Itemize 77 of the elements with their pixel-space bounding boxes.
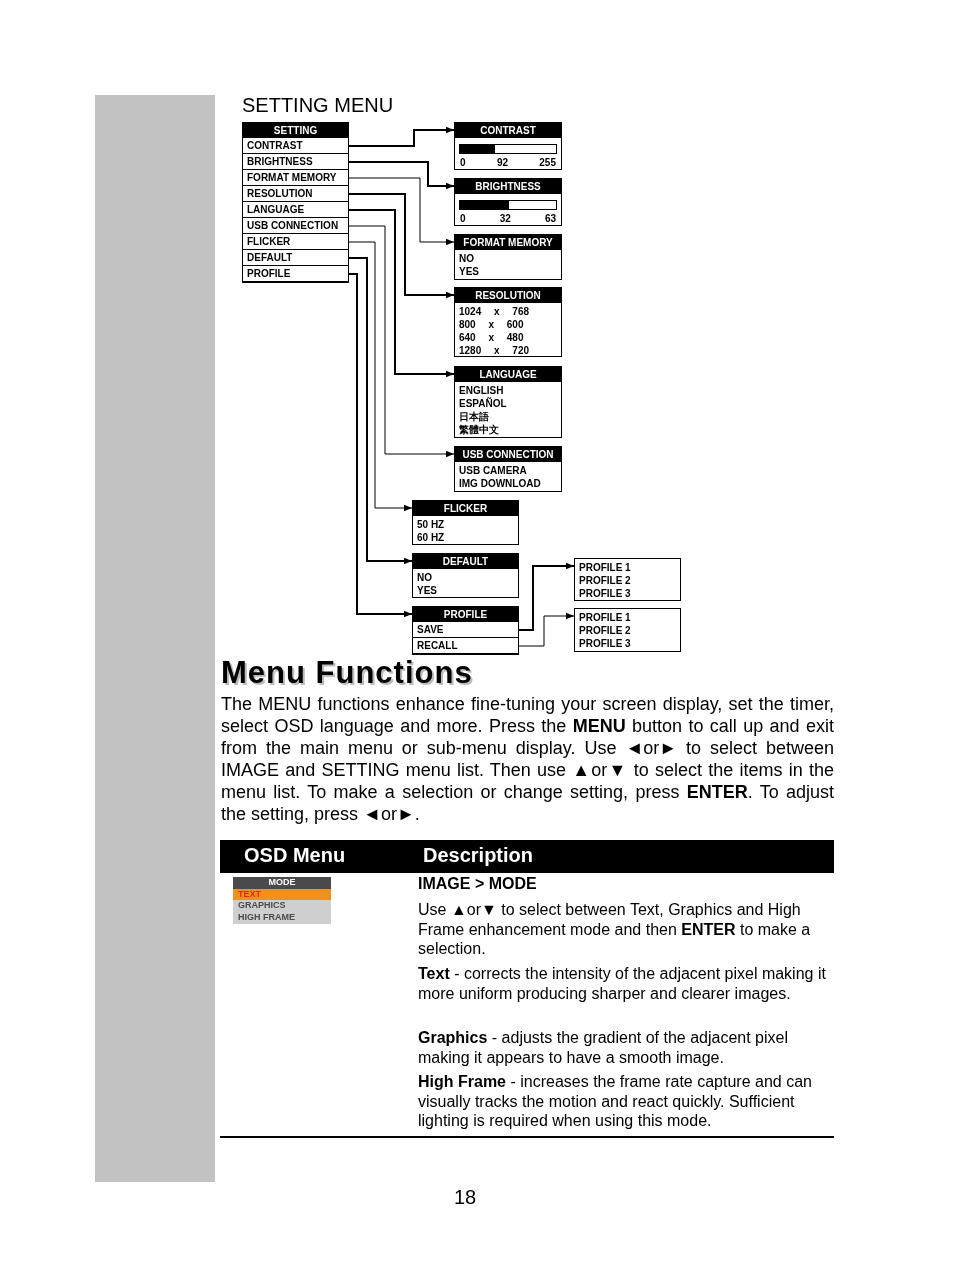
menu-option: 800 x 600	[455, 318, 561, 331]
menu-header: BRIGHTNESS	[455, 179, 561, 194]
slider-value: 0	[460, 157, 466, 168]
menu-option: 日本語	[455, 410, 561, 423]
menu-box	[412, 553, 519, 598]
menu-item: USB CONNECTION	[243, 218, 348, 234]
menu-box	[454, 446, 562, 492]
menu-item: FORMAT MEMORY	[243, 170, 348, 186]
option-list-box	[574, 558, 681, 601]
menu-option: USB CAMERA	[455, 464, 561, 477]
menu-header: SETTING	[243, 123, 348, 138]
slider-value: 32	[499, 213, 511, 224]
menu-header: RESOLUTION	[455, 288, 561, 303]
menu-item: DEFAULT	[243, 250, 348, 266]
menu-item: RESOLUTION	[243, 186, 348, 202]
slider-value: 0	[460, 213, 466, 224]
menu-option: PROFILE 3	[575, 637, 680, 650]
menu-option: NO	[455, 252, 561, 265]
option-list-box	[574, 608, 681, 652]
menu-option: PROFILE 2	[575, 624, 680, 637]
menu-header: PROFILE	[413, 607, 518, 622]
menu-box	[454, 122, 562, 170]
menu-option: ESPAÑOL	[455, 397, 561, 410]
menu-item: SAVE	[413, 622, 518, 638]
menu-header: MODE	[233, 877, 331, 889]
slider-value: 92	[496, 157, 508, 168]
menu-option: YES	[455, 265, 561, 278]
menu-option: 50 HZ	[413, 518, 518, 531]
menu-box	[412, 500, 519, 545]
menu-path-title: IMAGE > MODE	[418, 875, 538, 893]
menu-option: PROFILE 3	[575, 587, 680, 600]
menu-header: DEFAULT	[413, 554, 518, 569]
menu-header: CONTRAST	[455, 123, 561, 138]
description-text: Text - corrects the intensity of the adjacent pixel making it more uniform producing sharper and clearer images.	[418, 964, 827, 1003]
menu-option: 繁體中文	[455, 423, 561, 436]
paragraph: The MENU functions enhance fine-tuning your screen display, set the timer, select OSD language and more. Press the MENU button to call up and exit from the main menu or sub-menu display. Use ◄or► to select between IMAGE and SETTING menu list. Then use ▲or▼ to select the items in the menu list. To make a selection or change setting, press ENTER. To adjust the setting, press ◄or►.	[221, 693, 834, 825]
menu-option: PROFILE 2	[575, 574, 680, 587]
picture	[233, 877, 331, 924]
menu-header: FORMAT MEMORY	[455, 235, 561, 250]
menu-option: YES	[413, 584, 518, 597]
menu-option: ENGLISH	[455, 384, 561, 397]
description-text: High Frame - increases the frame rate capture and can visually tracks the motion and react quickly. Sufficient lighting is required when using this mode.	[418, 1072, 813, 1131]
menu-header: FLICKER	[413, 501, 518, 516]
description-text: Use ▲or▼ to select between Text, Graphics and High Frame enhancement mode and then ENTER to make a selection.	[418, 900, 812, 959]
menu-box	[454, 287, 562, 357]
section-label: SETTING MENU	[242, 94, 395, 117]
menu-item: GRAPHICS	[237, 900, 287, 913]
column-header: OSD Menu	[244, 844, 347, 867]
menu-header: USB CONNECTION	[455, 447, 561, 462]
slider-value: 255	[539, 157, 556, 168]
menu-option: IMG DOWNLOAD	[455, 477, 561, 490]
menu-option: 640 x 480	[455, 331, 561, 344]
menu-item: BRIGHTNESS	[243, 154, 348, 170]
page-number: 18	[452, 1186, 478, 1209]
menu-item: HIGH FRAME	[237, 912, 296, 924]
side-bar	[95, 95, 215, 1182]
menu-header: LANGUAGE	[455, 367, 561, 382]
menu-option: 60 HZ	[413, 531, 518, 544]
menu-box	[242, 122, 349, 283]
menu-box	[412, 606, 519, 655]
menu-item: LANGUAGE	[243, 202, 348, 218]
menu-box	[454, 366, 562, 438]
heading: Menu Functions	[221, 655, 474, 691]
menu-item: PROFILE	[243, 266, 348, 282]
menu-item: FLICKER	[243, 234, 348, 250]
column-header: Description	[423, 844, 535, 867]
menu-option: PROFILE 1	[575, 561, 680, 574]
menu-option: NO	[413, 571, 518, 584]
menu-box	[454, 178, 562, 226]
menu-box	[454, 234, 562, 280]
description-text: Graphics - adjusts the gradient of the adjacent pixel making it appears to have a smooth image.	[418, 1028, 789, 1067]
menu-item: RECALL	[413, 638, 518, 654]
menu-option: 1280 x 720	[455, 344, 561, 357]
slider-value: 63	[544, 213, 556, 224]
menu-item: CONTRAST	[243, 138, 348, 154]
menu-option: PROFILE 1	[575, 611, 680, 624]
menu-option: 1024 x 768	[455, 305, 561, 318]
